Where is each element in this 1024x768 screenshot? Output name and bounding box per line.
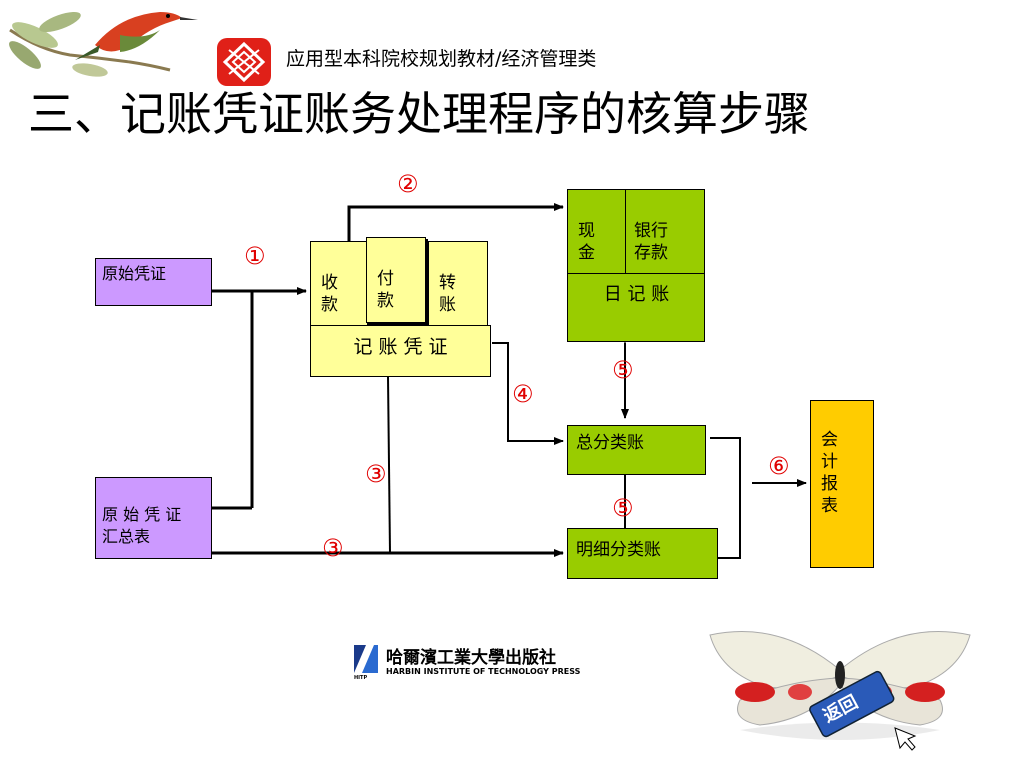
voucher-box: 记 账 凭 证 (310, 325, 491, 377)
publisher-logo-icon (217, 38, 271, 86)
general-ledger-label: 总分类账 (576, 433, 644, 453)
step-4-label: ④ (512, 380, 534, 408)
step-5a-label: ⑤ (612, 356, 634, 384)
bank-deposit-label: 银行 存款 (634, 221, 668, 263)
cash-label: 现 金 (578, 221, 595, 263)
receipt-voucher-label: 收 款 (321, 273, 338, 315)
step-5b-label: ⑤ (612, 494, 634, 522)
step-3b-label: ③ (322, 534, 344, 562)
publisher-name-en: HARBIN INSTITUTE OF TECHNOLOGY PRESS (386, 667, 581, 676)
receipt-voucher-box: 收 款 (310, 241, 368, 326)
publisher-name-cn: 哈爾濱工業大學出版社 (386, 648, 556, 668)
voucher-summary-label: 原 始 凭 证 汇总表 (102, 505, 182, 546)
accounting-report-box: 会 计 报 表 (810, 400, 874, 568)
bird-illustration (9, 12, 198, 77)
step-6-label: ⑥ (768, 452, 790, 480)
page-title: 三、记账凭证账务处理程序的核算步骤 (28, 87, 810, 141)
journal-box: 现 金 银行 存款 日 记 账 (567, 189, 705, 342)
original-voucher-box: 原始凭证 (95, 258, 212, 306)
cash-cell: 现 金 (568, 190, 626, 274)
accounting-report-label: 会 计 报 表 (821, 430, 838, 516)
bank-deposit-cell: 银行 存款 (626, 190, 705, 274)
voucher-summary-box: 原 始 凭 证 汇总表 (95, 477, 212, 559)
subsidiary-ledger-box: 明细分类账 (567, 528, 718, 579)
general-ledger-box: 总分类账 (567, 425, 706, 475)
original-voucher-label: 原始凭证 (102, 264, 167, 283)
butterfly-illustration (709, 631, 971, 751)
step-3a-label: ③ (365, 460, 387, 488)
hitp-logo-icon (354, 645, 378, 673)
header-subtitle: 应用型本科院校规划教材/经济管理类 (286, 48, 597, 70)
publisher-abbr: HITP (354, 675, 368, 681)
transfer-voucher-label: 转 账 (439, 273, 456, 315)
payment-voucher-label: 付 款 (377, 269, 394, 311)
step-2-label: ② (397, 170, 419, 198)
step-1-label: ① (244, 242, 266, 270)
payment-voucher-box: 付 款 (366, 237, 426, 323)
subsidiary-ledger-label: 明细分类账 (576, 540, 661, 560)
journal-label: 日 记 账 (603, 284, 670, 305)
transfer-voucher-box: 转 账 (428, 241, 488, 326)
voucher-label: 记 账 凭 证 (353, 336, 448, 358)
